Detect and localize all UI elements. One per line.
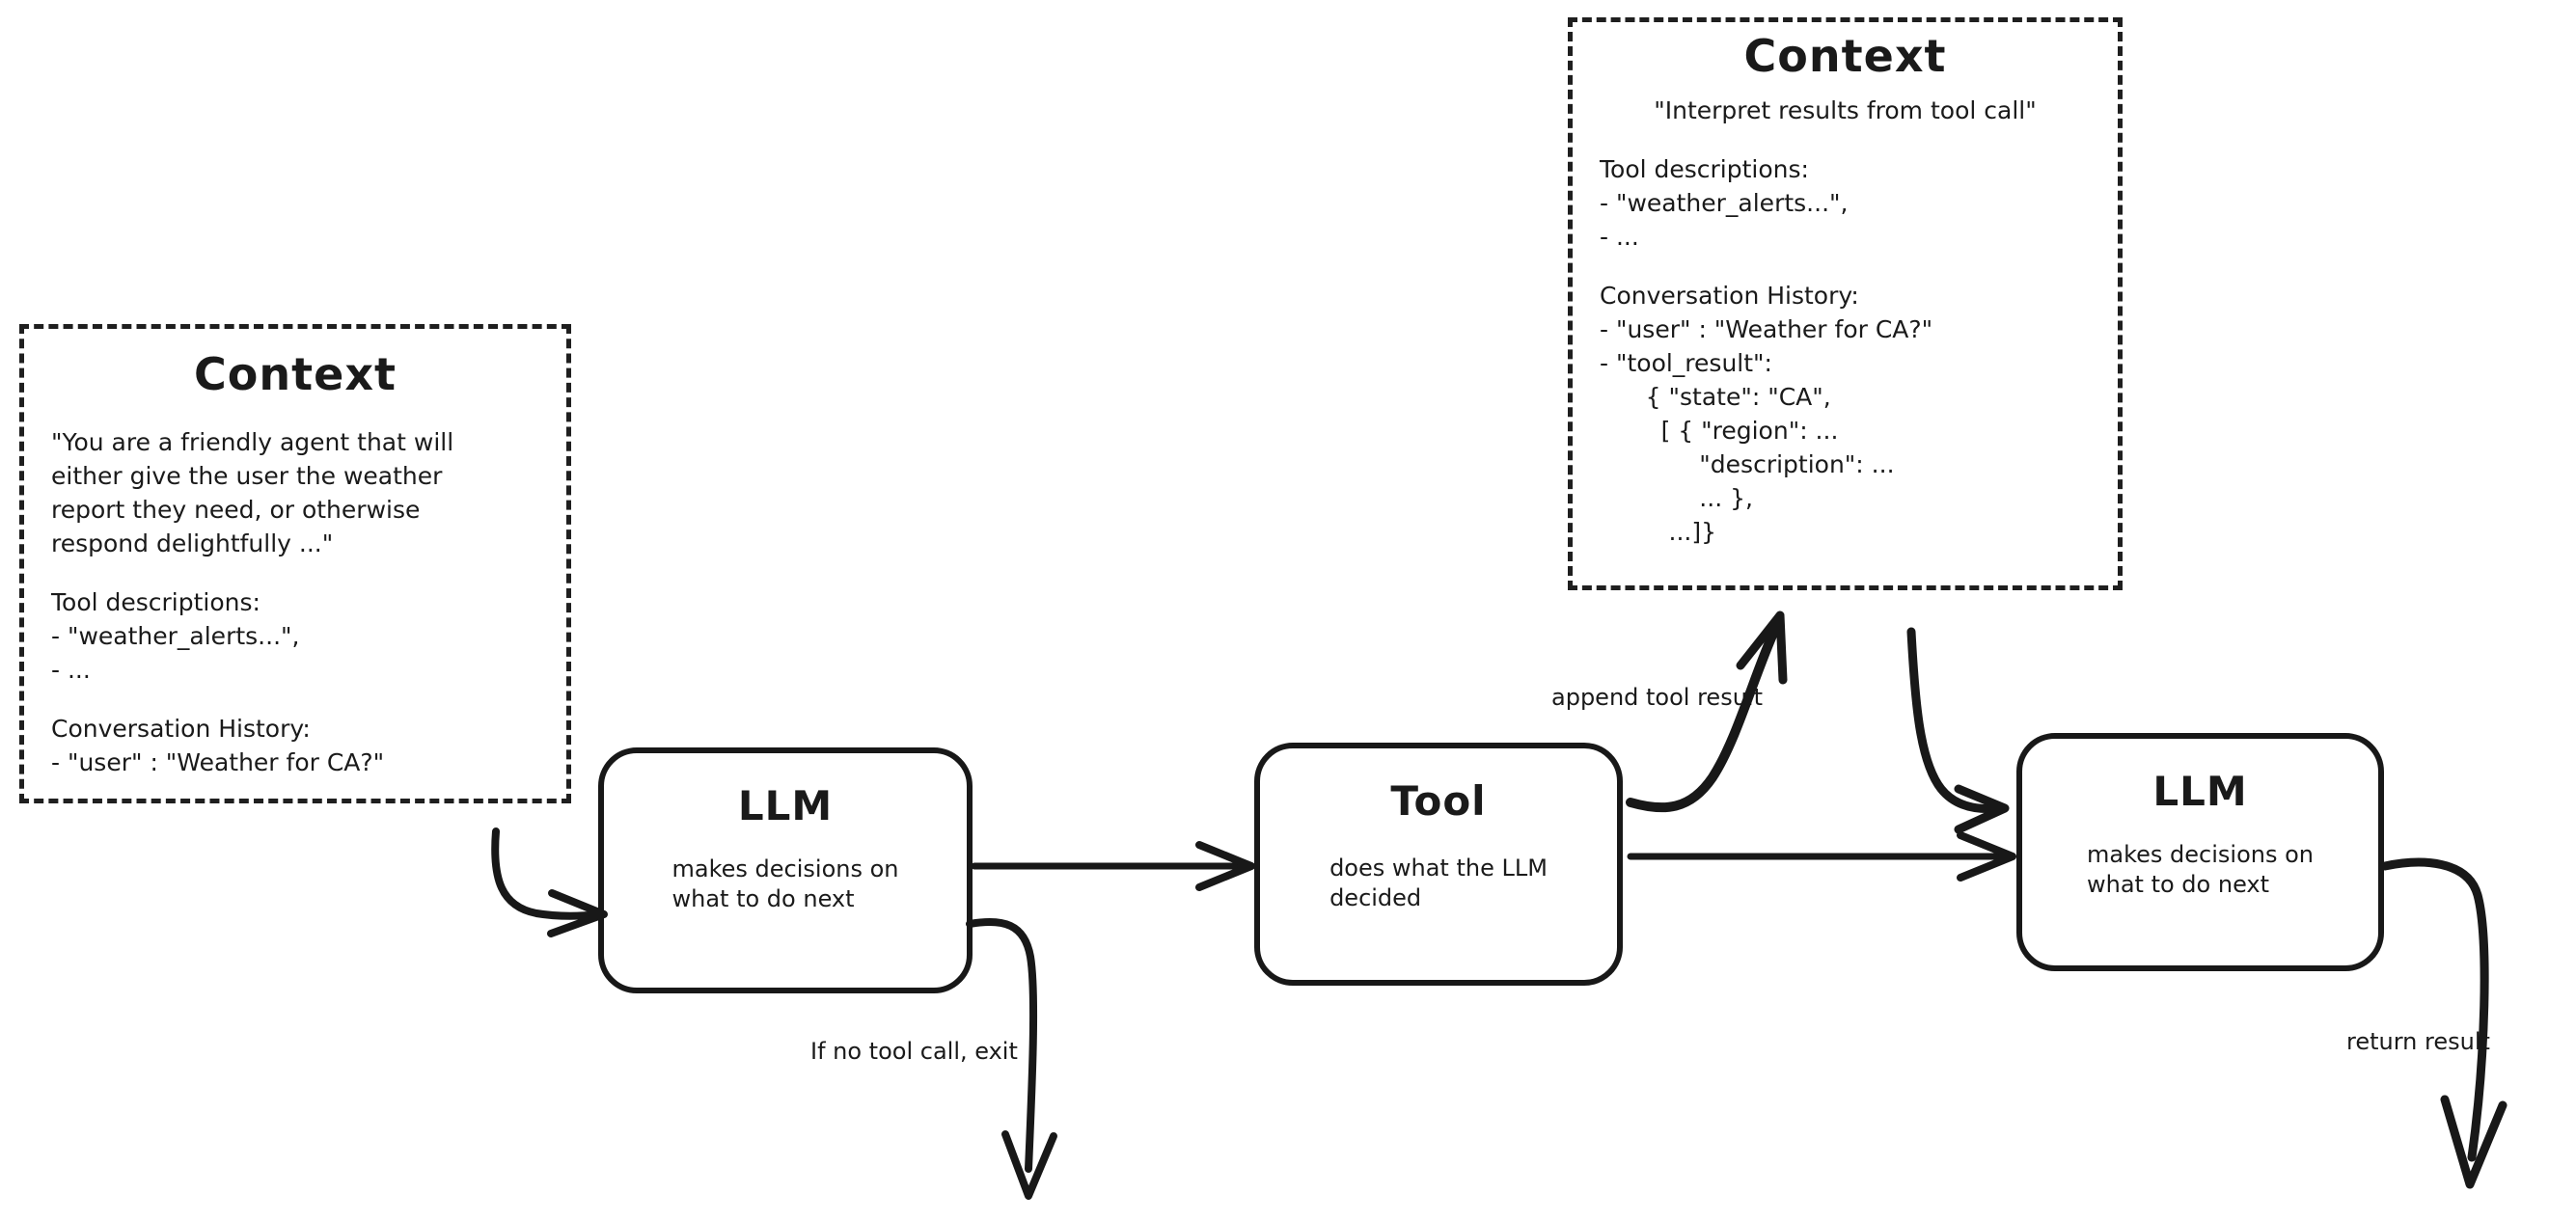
context-left-system-prompt: "You are a friendly agent that will eith… xyxy=(51,428,454,557)
node-llm-first-title: LLM xyxy=(737,782,834,829)
edge-label-return-result: return result xyxy=(2346,1028,2490,1055)
arrow-tool-to-llm-second xyxy=(1627,831,2016,882)
spacer xyxy=(1600,254,2091,279)
node-tool-subtitle: does what the LLM decided xyxy=(1329,855,1548,912)
context-left-history-heading: Conversation History: xyxy=(51,715,311,743)
context-left-history-items: - "user" : "Weather for CA?" xyxy=(51,748,385,776)
context-right-history-user: - "user" : "Weather for CA?" xyxy=(1600,315,1933,343)
node-llm-second-subtitle: makes decisions on what to do next xyxy=(2087,841,2314,899)
arrow-context-left-to-llm-first xyxy=(491,828,608,937)
node-tool[interactable]: Tool does what the LLM decided xyxy=(1254,743,1623,986)
node-tool-title: Tool xyxy=(1390,777,1487,825)
spacer xyxy=(51,687,539,712)
context-right-tool-items: - "weather_alerts...", - ... xyxy=(1600,189,1849,251)
context-right-system-prompt: "Interpret results from tool call" xyxy=(1654,96,2037,124)
context-box-right: Context "Interpret results from tool cal… xyxy=(1568,17,2123,590)
arrow-llm-first-to-tool xyxy=(971,841,1255,891)
node-llm-first[interactable]: LLM makes decisions on what to do next xyxy=(598,747,973,993)
context-left-title: Context xyxy=(194,348,397,400)
context-left-tool-items: - "weather_alerts...", - ... xyxy=(51,622,300,684)
node-llm-second[interactable]: LLM makes decisions on what to do next xyxy=(2016,733,2384,971)
edge-label-append-tool-result: append tool result xyxy=(1551,684,1763,711)
node-llm-first-subtitle: makes decisions on what to do next xyxy=(671,855,899,913)
spacer xyxy=(1600,127,2091,152)
context-left-tools-heading: Tool descriptions: xyxy=(51,588,260,616)
context-right-history-heading: Conversation History: xyxy=(1600,282,1859,310)
context-right-tools-heading: Tool descriptions: xyxy=(1600,155,1809,183)
context-right-title: Context xyxy=(1743,30,1947,82)
node-llm-second-title: LLM xyxy=(2152,768,2248,815)
context-right-history-tool-result: - "tool_result": { "state": "CA", [ { "r… xyxy=(1600,349,1895,546)
edge-label-if-no-tool-call-exit: If no tool call, exit xyxy=(810,1038,1018,1065)
arrow-tool-to-context-right xyxy=(1626,610,1788,813)
spacer xyxy=(51,560,539,585)
arrow-llm-second-return-result xyxy=(2380,857,2507,1189)
context-box-left: Context "You are a friendly agent that w… xyxy=(19,324,571,803)
arrow-context-right-to-llm-second xyxy=(1906,627,2010,834)
